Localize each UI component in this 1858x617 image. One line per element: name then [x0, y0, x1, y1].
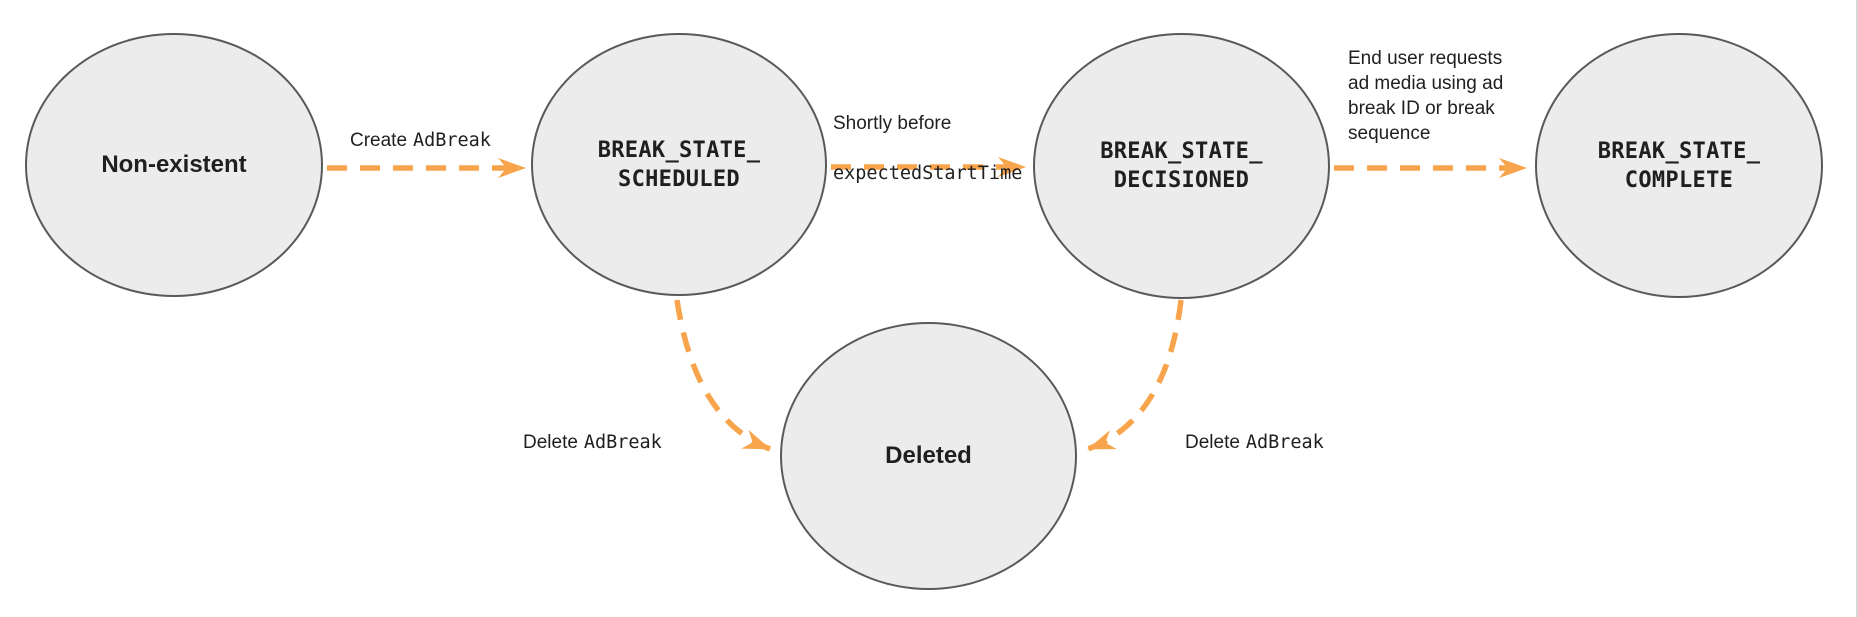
right-edge-line [1856, 0, 1858, 617]
edge-label-create-adbreak-code: AdBreak [412, 130, 491, 151]
edge-label-delete-adbreak-left-code: AdBreak [583, 432, 662, 453]
edge-label-shortly-before-plain: Shortly before [833, 113, 952, 134]
arrow-delete-adbreak-from-decisioned [1087, 299, 1184, 452]
state-node-break-state-complete: BREAK_STATE_ COMPLETE [1535, 33, 1823, 298]
edge-label-delete-adbreak-right-plain: Delete [1185, 432, 1240, 453]
state-label-break-state-decisioned: BREAK_STATE_ DECISIONED [1100, 139, 1263, 193]
edge-label-shortly-before: Shortly before expectedStartTime [833, 86, 1022, 211]
state-label-non-existent: Non-existent [101, 151, 247, 178]
arrow-delete-adbreak-from-scheduled [674, 299, 771, 452]
state-node-break-state-decisioned: BREAK_STATE_ DECISIONED [1033, 33, 1330, 299]
state-label-break-state-complete: BREAK_STATE_ COMPLETE [1597, 138, 1761, 193]
edge-label-delete-adbreak-right-code: AdBreak [1245, 432, 1324, 453]
state-label-deleted: Deleted [885, 442, 972, 469]
edge-label-shortly-before-code: expectedStartTime [833, 163, 1023, 184]
edge-label-delete-adbreak-left-plain: Delete [523, 432, 578, 453]
state-node-non-existent: Non-existent [25, 33, 323, 297]
edge-label-end-user-requests: End user requests ad media using ad brea… [1348, 48, 1504, 144]
state-node-break-state-scheduled: BREAK_STATE_ SCHEDULED [531, 33, 827, 296]
state-label-break-state-scheduled: BREAK_STATE_ SCHEDULED [597, 137, 761, 192]
edge-label-create-adbreak-plain: Create [350, 130, 408, 151]
state-node-deleted: Deleted [780, 322, 1077, 590]
